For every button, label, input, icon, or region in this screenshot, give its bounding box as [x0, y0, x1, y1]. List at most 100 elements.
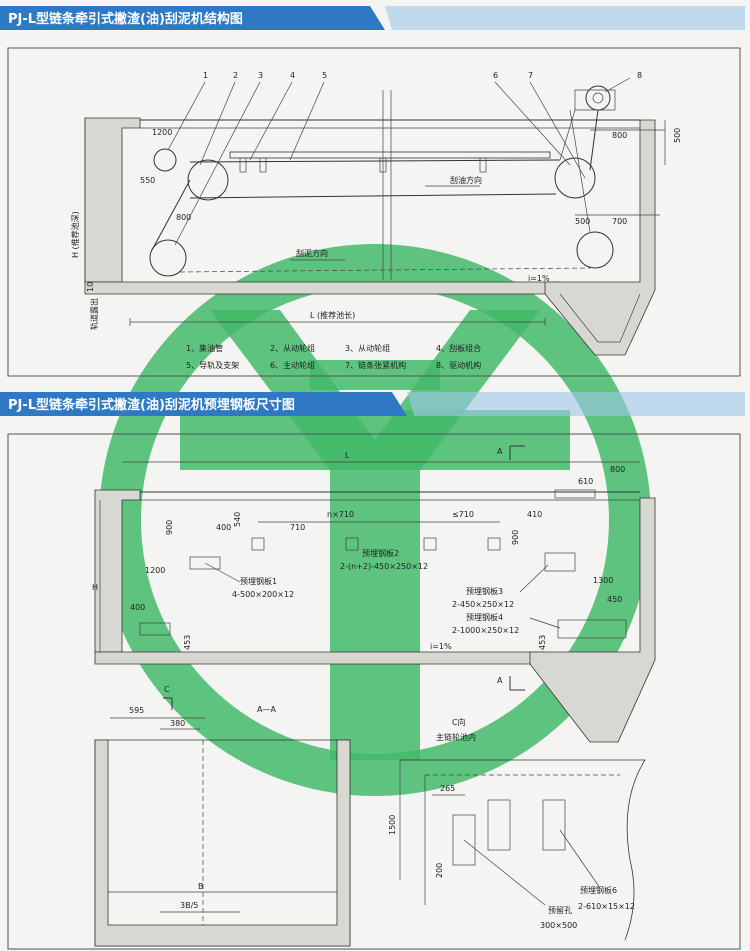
hole-name: 预留孔 — [548, 905, 572, 915]
dim-800-left: 800 — [176, 213, 191, 222]
dim-900-right: 900 — [511, 530, 520, 545]
dim-800: 800 — [610, 465, 625, 474]
dim-1500: 1500 — [388, 815, 397, 835]
callout-5: 5 — [322, 71, 327, 80]
section2-dimensions: L 610 800 400 710 n×710 ≤710 410 540 900… — [92, 445, 640, 691]
dim-H: H — [92, 583, 98, 592]
label-length: L (推荐池长) — [310, 310, 355, 320]
dim-265: 265 — [440, 784, 455, 793]
legend-7: 7、链条张紧机构 — [345, 360, 406, 370]
embedded-plate-tank — [94, 489, 656, 743]
label-mud-direction: 刮泥方向 — [296, 248, 328, 258]
dim-le710: ≤710 — [452, 510, 474, 519]
section-AA: C 595 380 A—A B 3B/5 — [94, 685, 351, 947]
label-slope-1: i=1% — [528, 274, 550, 283]
drive-motor-icon — [585, 85, 611, 111]
plate1-name: 预埋钢板1 — [240, 576, 277, 586]
section-mark-A-bottom: A — [497, 676, 503, 685]
dim-500-horz: 500 — [575, 217, 590, 226]
dim-610: 610 — [578, 477, 593, 486]
c-mark: C — [164, 685, 170, 694]
dim-450: 450 — [607, 595, 622, 604]
drive-wheel-icon — [554, 157, 596, 199]
plate3-spec: 2-450×250×12 — [452, 600, 514, 609]
section2-title: PJ-L型链条牵引式撇渣(油)刮泥机预埋钢板尺寸图 — [8, 397, 295, 413]
callouts: 1 2 3 4 5 6 7 8 — [167, 71, 642, 246]
dim-550: 550 — [140, 176, 155, 185]
plate-1a — [189, 556, 221, 570]
dim-400-bottom: 400 — [130, 603, 145, 612]
tension-wheel-icon — [576, 231, 614, 269]
plate-3 — [544, 552, 576, 572]
label-slope-2: i=1% — [430, 642, 452, 651]
callout-4: 4 — [290, 71, 295, 80]
plate6-name: 预埋钢板6 — [580, 885, 617, 895]
plate-2c — [423, 537, 437, 551]
legend-1: 1、集油管 — [186, 343, 223, 353]
oil-pipe-icon — [153, 148, 177, 172]
legend-2: 2、从动轮组 — [270, 343, 315, 353]
chain-system — [149, 85, 616, 280]
section1-dimensions: 1200 550 800 800 500 500 700 10 — [84, 118, 682, 326]
callout-8: 8 — [637, 71, 642, 80]
section2-header: PJ-L型链条牵引式撇渣(油)刮泥机预埋钢板尺寸图 — [0, 392, 745, 416]
section2-frame — [7, 433, 741, 950]
callout-1: 1 — [203, 71, 208, 80]
plate-2a — [251, 537, 265, 551]
dim-900-left: 900 — [165, 520, 174, 535]
section1-legend: 1、集油管 2、从动轮组 3、从动轮组 4、刮板组合 5、导轨及支架 6、主动轮… — [186, 343, 481, 370]
dim-10: 10 — [86, 282, 95, 292]
legend-4: 4、刮板组合 — [436, 343, 481, 353]
plate-2b — [345, 537, 359, 551]
callout-7: 7 — [528, 71, 533, 80]
plate-4 — [557, 619, 627, 639]
plate6-spec: 2-610×15×12 — [578, 902, 635, 911]
legend-5: 5、导轨及支架 — [186, 360, 239, 370]
dim-540: 540 — [233, 512, 242, 527]
structure-tank — [84, 117, 656, 356]
dim-700: 700 — [612, 217, 627, 226]
callout-6: 6 — [493, 71, 498, 80]
dim-453-left: 453 — [183, 635, 192, 650]
dim-380: 380 — [170, 719, 185, 728]
section1-header: PJ-L型链条牵引式撇渣(油)刮泥机结构图 — [0, 6, 745, 30]
callout-2: 2 — [233, 71, 238, 80]
section-C-view: C向 主链轮池内 265 1500 200 预埋钢板6 2-610×15×12 … — [388, 717, 646, 941]
dim-710: 710 — [290, 523, 305, 532]
dim-500-vert: 500 — [673, 128, 682, 143]
hole-spec: 300×500 — [540, 921, 577, 930]
label-rail: 轨道露出 — [89, 298, 99, 330]
dim-1300: 1300 — [593, 576, 613, 585]
plate2-spec: 2-(n+2)-450×250×12 — [340, 562, 428, 571]
section1-frame — [7, 47, 741, 377]
legend-3: 3、从动轮组 — [345, 343, 390, 353]
dim-nx710: n×710 — [327, 510, 354, 519]
driven-wheel-3-icon — [149, 239, 187, 277]
dim-B: B — [198, 882, 204, 891]
dim-L: L — [345, 451, 350, 460]
dim-1200: 1200 — [152, 128, 172, 137]
plate-1b — [139, 622, 171, 636]
plate4-spec: 2-1000×250×12 — [452, 626, 519, 635]
c-view-title: C向 — [452, 717, 466, 727]
plate1-spec: 4-500×200×12 — [232, 590, 294, 599]
reserved-hole-1 — [452, 814, 476, 866]
embedded-plates — [139, 537, 627, 639]
plate4-name: 预埋钢板4 — [466, 612, 503, 622]
plate3-name: 预埋钢板3 — [466, 586, 503, 596]
plate-labels: 预埋钢板1 4-500×200×12 预埋钢板2 2-(n+2)-450×250… — [204, 548, 561, 635]
c-view-subtitle: 主链轮池内 — [436, 732, 476, 742]
reserved-hole-2 — [487, 799, 511, 851]
dim-410: 410 — [527, 510, 542, 519]
watermark-logo — [99, 244, 651, 796]
aa-title: A—A — [257, 705, 276, 714]
dim-200: 200 — [435, 863, 444, 878]
legend-6: 6、主动轮组 — [270, 360, 315, 370]
plate-2d — [487, 537, 501, 551]
label-depth: H (推荐池深) — [70, 211, 80, 258]
plate2-name: 预埋钢板2 — [362, 548, 399, 558]
section-mark-A-top: A — [497, 447, 503, 456]
legend-8: 8、驱动机构 — [436, 360, 481, 370]
